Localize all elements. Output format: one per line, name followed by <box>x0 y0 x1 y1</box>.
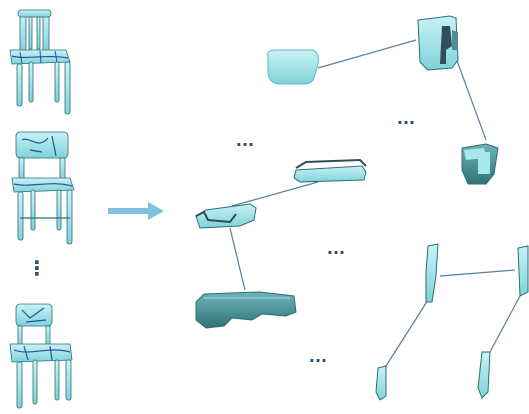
chair-part-icon <box>293 158 367 183</box>
arrow-right-icon <box>108 202 164 220</box>
chair-part-icon <box>461 143 499 185</box>
ellipsis: ··· <box>327 243 345 262</box>
graph-edge <box>489 295 521 353</box>
chair-part-icon <box>417 15 459 71</box>
chair-part-icon <box>375 243 529 401</box>
chair-part-icon <box>195 203 257 229</box>
chair-part-icon <box>195 291 297 329</box>
ellipsis: ··· <box>397 113 415 132</box>
chair-part-icon <box>267 49 319 85</box>
graph-edge <box>455 57 487 141</box>
ellipsis: ··· <box>309 351 327 370</box>
chair-icon <box>9 303 73 409</box>
chair-icon <box>11 131 75 245</box>
graph-edge <box>317 39 417 69</box>
graph-edges <box>229 39 521 367</box>
ellipsis: ··· <box>236 135 254 154</box>
graph-edge <box>231 181 319 207</box>
graph-edge <box>385 299 429 367</box>
graph-edge <box>229 227 246 291</box>
graph-edge <box>439 269 516 277</box>
chair-icon <box>9 9 71 115</box>
vertical-ellipsis: ⋮ <box>27 256 47 280</box>
